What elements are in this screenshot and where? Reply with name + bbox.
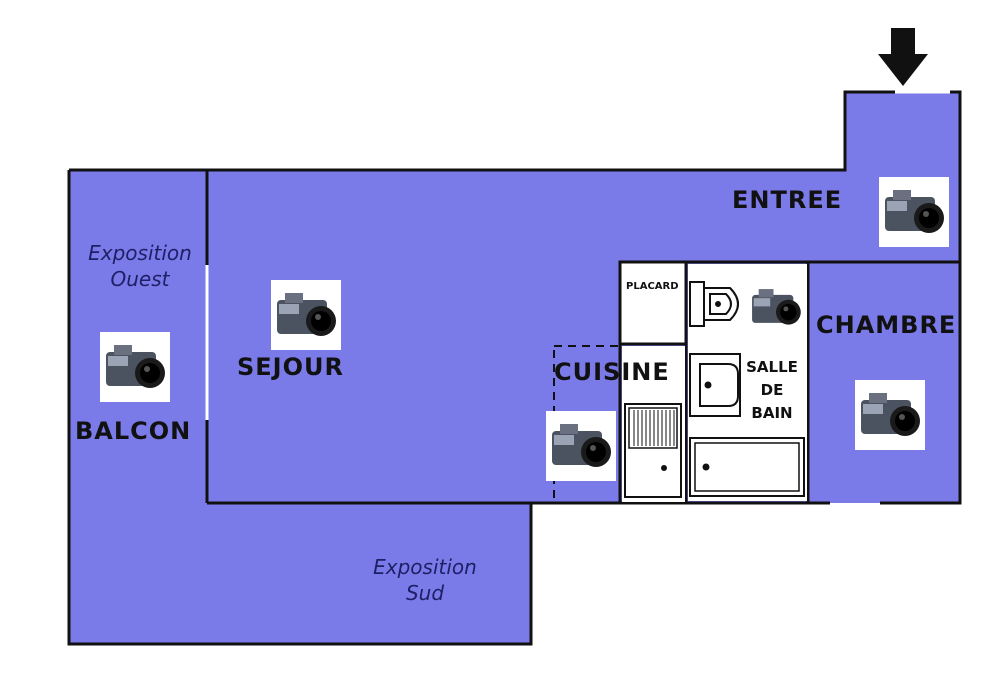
north-wall <box>207 90 895 172</box>
arrow-down-icon <box>878 28 928 86</box>
sdb-line-2: DE <box>760 381 784 399</box>
room-label-entree: ENTREE <box>732 186 843 214</box>
balcon-outline <box>67 170 533 646</box>
exposure-ouest-line-1: Exposition <box>88 241 192 265</box>
balcon-south-floor <box>207 503 531 644</box>
exposure-ouest-line-2: Ouest <box>110 267 170 291</box>
room-label-chambre: CHAMBRE <box>816 311 957 339</box>
room-label-placard: PLACARD <box>626 281 679 292</box>
camera-icon[interactable] <box>100 332 170 402</box>
exposure-sud: Exposition Sud <box>355 554 495 606</box>
camera-icon[interactable] <box>546 411 616 481</box>
camera-icon[interactable] <box>747 280 805 332</box>
sdb-line-3: BAIN <box>751 404 793 422</box>
balcon-floor <box>69 170 207 644</box>
bathtub <box>689 437 805 497</box>
toilet <box>689 281 739 327</box>
sdb-line-1: SALLE <box>746 358 798 376</box>
kitchen-unit <box>624 403 682 498</box>
entree-floor <box>845 92 960 172</box>
room-label-sejour: SEJOUR <box>237 353 344 381</box>
camera-icon[interactable] <box>855 380 925 450</box>
exposure-sud-line-2: Sud <box>405 581 445 605</box>
exposure-sud-line-1: Exposition <box>373 555 477 579</box>
room-label-salle-de-bain: SALLE DE BAIN <box>740 356 804 425</box>
room-label-balcon: BALCON <box>75 417 192 445</box>
sink <box>689 353 741 417</box>
east-wall <box>880 90 962 505</box>
walls <box>67 90 962 646</box>
camera-icon[interactable] <box>879 177 949 247</box>
exposure-ouest: Exposition Ouest <box>72 240 208 292</box>
camera-icon[interactable] <box>271 280 341 350</box>
room-label-cuisine: CUISINE <box>554 358 670 386</box>
placard-box <box>618 260 688 346</box>
floor-areas <box>69 92 960 644</box>
